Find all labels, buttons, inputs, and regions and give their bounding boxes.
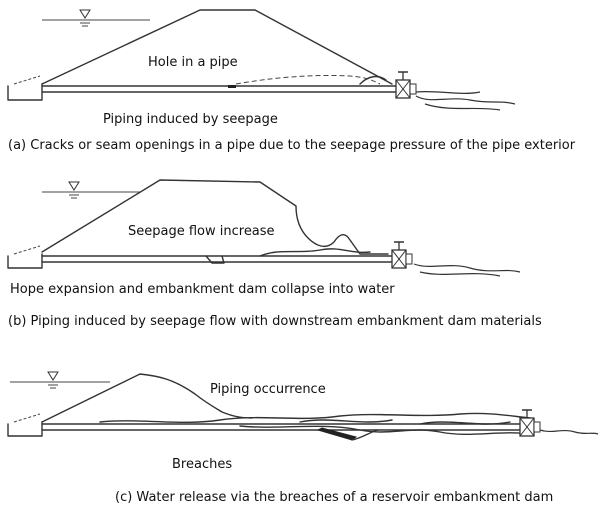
- embankment-outline: [41, 373, 253, 423]
- gate-valve-icon: [391, 241, 413, 269]
- panel-b-drawing: [7, 179, 521, 277]
- pipe-hole: [228, 85, 236, 88]
- pipe-inlet: [7, 253, 43, 269]
- caption-c: (c) Water release via the breaches of a …: [115, 490, 554, 505]
- seepage-path: [235, 74, 381, 85]
- embankment-outline: [41, 179, 389, 255]
- pipe-breach: [205, 255, 225, 264]
- label-embankment-collapse: Hope expansion and embankment dam collap…: [10, 282, 395, 297]
- panel-b: Seepage flow increase Hope expansion and…: [0, 170, 600, 340]
- panel-a: Hole in a pipe Piping induced by seepage…: [0, 0, 600, 160]
- water-level-triangle-icon: [10, 371, 110, 389]
- outflow-water: [415, 91, 516, 111]
- panel-a-drawing: [7, 9, 516, 111]
- pipe-inlet: [7, 421, 43, 437]
- embankment-outline: [41, 9, 393, 85]
- label-piping-occurrence: Piping occurrence: [210, 382, 326, 397]
- caption-a: (a) Cracks or seam openings in a pipe du…: [8, 138, 576, 153]
- breach-flow: [99, 412, 531, 423]
- caption-b: (b) Piping induced by seepage flow with …: [8, 314, 542, 329]
- pipe-breach: [316, 427, 358, 441]
- collapse-debris: [259, 248, 371, 257]
- outflow-water: [539, 429, 599, 435]
- panel-c: Piping occurrence Breaches (c) Water rel…: [0, 360, 600, 522]
- outflow-water: [413, 263, 521, 277]
- label-seepage-flow-increase: Seepage flow increase: [128, 224, 275, 239]
- panel-c-drawing: [7, 371, 599, 441]
- water-level-triangle-icon: [42, 9, 150, 27]
- label-piping-by-seepage: Piping induced by seepage: [103, 112, 278, 127]
- gate-valve-icon: [395, 71, 417, 99]
- pipe-inlet: [7, 83, 43, 101]
- water-level-triangle-icon: [42, 181, 140, 199]
- label-breaches: Breaches: [172, 457, 233, 472]
- label-hole-in-pipe: Hole in a pipe: [148, 55, 238, 70]
- gate-valve-icon: [519, 409, 541, 437]
